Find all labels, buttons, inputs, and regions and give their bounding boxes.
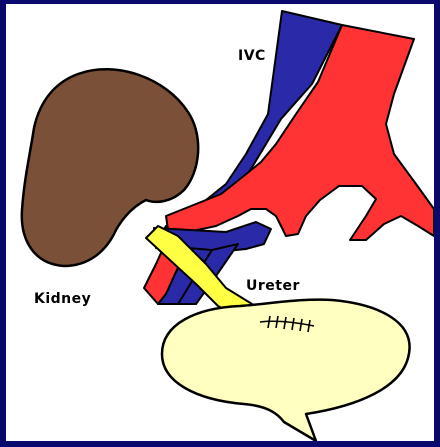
kidney-label: Kidney [34,291,91,307]
diagram-panel: IVC Kidney Ureter [6,4,434,441]
diagram-canvas [6,4,434,441]
ureter-label: Ureter [246,278,300,294]
ivc-label: IVC [238,48,266,64]
